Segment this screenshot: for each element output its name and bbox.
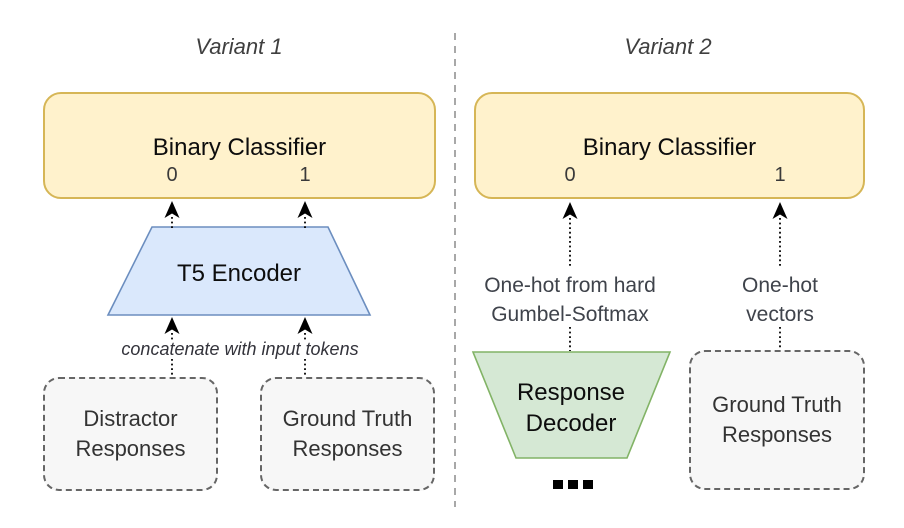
variant2-classifier-label: Binary Classifier (582, 134, 757, 161)
variant2-ground-truth-responses-box: Ground Truth Responses (689, 350, 865, 490)
ellipsis-dot (553, 480, 563, 489)
variant2-binary-classifier-box: Binary Classifier 0 1 (474, 92, 865, 199)
variant1-output-1: 1 (299, 164, 311, 186)
variant2-output-0: 0 (564, 164, 576, 186)
response-decoder-label: Response Decoder (516, 379, 626, 437)
arrow-encoder-to-classifier-0 (164, 201, 180, 228)
distractor-responses-box: Distractor Responses (43, 377, 218, 491)
ellipsis-dot (568, 480, 578, 489)
onehot-vectors-note: One-hot vectors (742, 274, 818, 326)
variant2-title: Variant 2 (624, 34, 712, 59)
variant1-title: Variant 1 (195, 34, 283, 59)
t5-encoder-label: T5 Encoder (176, 260, 302, 287)
arrow-onehot-to-classifier-1 (772, 202, 788, 268)
arrow-gumbel-to-classifier-0 (562, 202, 578, 268)
arrow-groundtruth-to-encoder (297, 317, 313, 376)
ellipsis-dot (583, 480, 593, 489)
variant2-output-1: 1 (774, 164, 786, 186)
arrow-distractor-to-encoder (164, 317, 180, 376)
arrow-encoder-to-classifier-1 (297, 201, 313, 228)
t5-encoder-trapezoid (106, 226, 372, 316)
variant1-output-0: 0 (166, 164, 178, 186)
gumbel-softmax-note: One-hot from hard Gumbel-Softmax (484, 274, 656, 326)
variant1-binary-classifier-box: Binary Classifier 0 1 (43, 92, 436, 199)
variant1-classifier-label: Binary Classifier (152, 134, 327, 161)
concatenate-note: concatenate with input tokens (121, 339, 359, 359)
variant1-ground-truth-responses-box: Ground Truth Responses (260, 377, 435, 491)
decoder-ellipsis: ... (553, 480, 593, 489)
response-decoder-trapezoid (471, 351, 672, 459)
